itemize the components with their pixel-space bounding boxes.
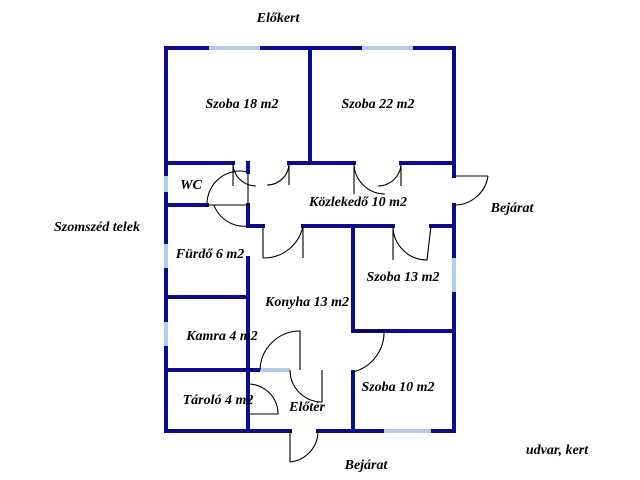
walls: [164, 46, 456, 433]
door-szoba18-b: [266, 162, 290, 186]
label-eloter: Előtér: [288, 400, 325, 415]
surroundings-labels: Előkert Szomszéd telek Bejárat Bejárat u…: [54, 11, 589, 473]
label-tarolo: Tároló 4 m2: [183, 393, 254, 408]
windows: [164, 46, 456, 433]
label-kozlekedo: Közlekedő 10 m2: [308, 195, 407, 210]
label-udvar-kert: udvar, kert: [526, 443, 589, 458]
door-szoba22-b: [377, 162, 402, 187]
doors: [206, 162, 489, 463]
room-labels: Szoba 18 m2 Szoba 22 m2 WC Közlekedő 10 …: [175, 97, 440, 415]
label-furdo: Fürdő 6 m2: [175, 247, 244, 262]
label-bejarat-bottom: Bejárat: [344, 458, 389, 473]
door-wc: [206, 170, 249, 206]
label-szomszed-telek: Szomszéd telek: [54, 220, 140, 235]
door-eloter-small: [289, 369, 323, 403]
label-wc: WC: [180, 178, 202, 193]
door-szoba22: [353, 162, 386, 195]
label-konyha: Konyha 13 m2: [264, 295, 349, 310]
label-szoba22: Szoba 22 m2: [341, 97, 414, 112]
door-entrance-bottom: [289, 430, 319, 463]
label-bejarat-right: Bejárat: [490, 201, 535, 216]
door-tarolo: [247, 383, 279, 415]
label-elokert: Előkert: [256, 11, 301, 26]
door-furdo: [213, 204, 249, 227]
label-szoba10: Szoba 10 m2: [361, 380, 434, 395]
door-eloter-inner: [259, 330, 301, 371]
door-entrance-right: [453, 175, 489, 206]
door-szoba18: [232, 162, 257, 187]
label-szoba18: Szoba 18 m2: [205, 97, 278, 112]
label-kamra: Kamra 4 m2: [185, 329, 258, 344]
door-szoba10: [352, 330, 385, 373]
door-szoba13: [392, 225, 432, 261]
door-konyha: [262, 225, 304, 259]
label-szoba13: Szoba 13 m2: [366, 270, 439, 285]
